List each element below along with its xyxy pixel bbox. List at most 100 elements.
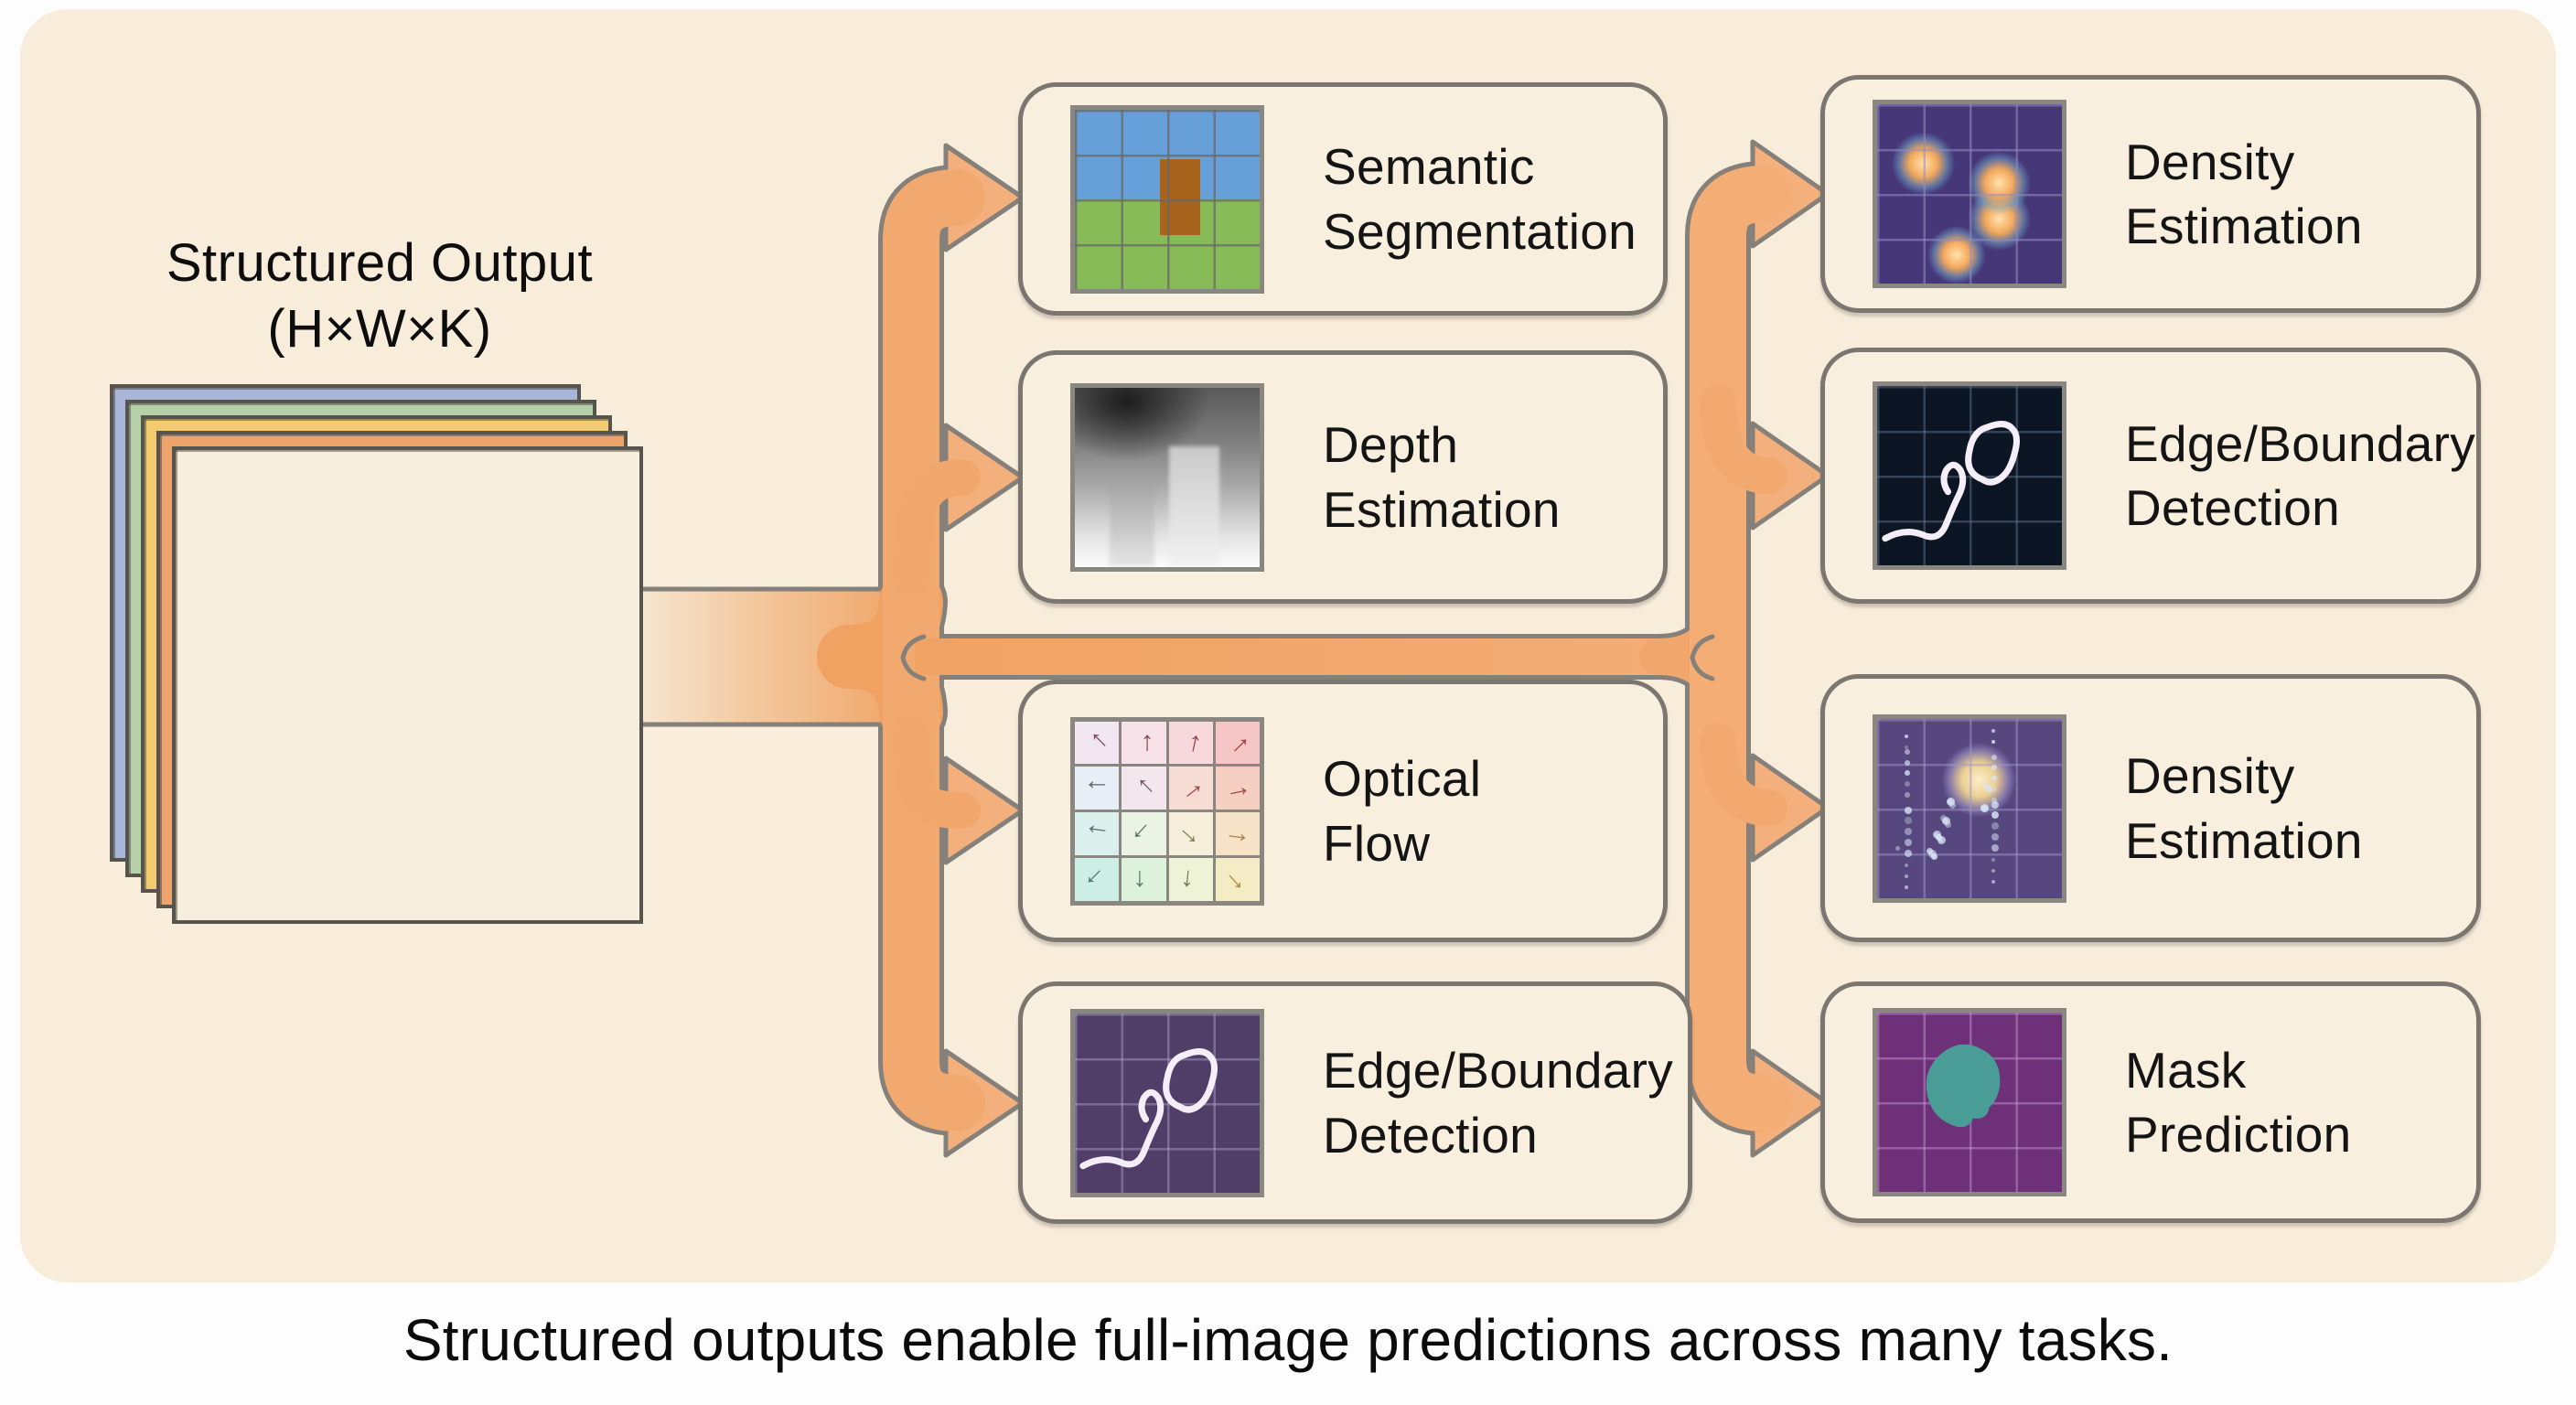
star-dot xyxy=(1991,811,2000,820)
task-label: Edge/Boundary Detection xyxy=(1323,1042,1674,1164)
star-dot xyxy=(1905,863,1909,868)
star-dot xyxy=(1991,843,2000,852)
galaxy-dots xyxy=(1877,719,2062,898)
semantic-segmentation-thumbnail xyxy=(1070,104,1264,294)
thumb-grid xyxy=(1877,104,2062,284)
flow-cell: → xyxy=(1075,767,1120,810)
flow-arrow-icon: → xyxy=(1217,858,1259,899)
star-dot xyxy=(1991,858,1996,863)
flow-arrow-icon: → xyxy=(1175,863,1208,895)
task-box-semantic-segmentation: Semantic Segmentation xyxy=(1018,82,1668,316)
star-dot xyxy=(1895,845,1901,851)
task-label: Density Estimation xyxy=(2125,747,2363,869)
segmented-object xyxy=(1159,159,1201,235)
star-dot xyxy=(1905,748,1911,755)
flow-cell: → xyxy=(1215,857,1260,901)
flow-arrow-icon: → xyxy=(1083,773,1111,804)
flow-arrow-icon: → xyxy=(1221,816,1254,851)
star-dot xyxy=(1991,786,1998,792)
depth-estimation-thumbnail xyxy=(1070,382,1264,572)
stack-layer-4 xyxy=(172,446,643,924)
task-label: Semantic Segmentation xyxy=(1323,138,1637,260)
star-dot xyxy=(1905,828,1913,836)
edge-squiggle-icon xyxy=(1882,421,2021,542)
task-label: Mask Prediction xyxy=(2125,1041,2352,1163)
star-dot xyxy=(1991,740,1996,745)
flow-arrow-icon: → xyxy=(1220,769,1254,806)
star-dot xyxy=(1905,791,1911,798)
flow-cell: → xyxy=(1168,721,1213,765)
mask-prediction-thumbnail xyxy=(1873,1008,2066,1196)
star-dot xyxy=(1991,765,1998,771)
flow-cell: → xyxy=(1168,857,1213,901)
flow-arrow-icon: → xyxy=(1170,767,1211,809)
task-box-depth-estimation: Depth Estimation xyxy=(1018,350,1668,604)
flow-cell: → xyxy=(1122,767,1166,810)
star-dot xyxy=(1905,745,1909,749)
flow-cell: → xyxy=(1215,812,1260,855)
flow-arrow-icon: → xyxy=(1076,722,1118,764)
flow-cell: → xyxy=(1215,767,1260,810)
star-dot xyxy=(1991,822,2000,831)
star-dot xyxy=(1905,781,1911,788)
flow-arrow-icon: → xyxy=(1077,859,1118,900)
flow-cell: → xyxy=(1122,812,1166,855)
star-dot xyxy=(1991,879,1996,884)
star-dot xyxy=(1991,729,1996,734)
task-box-density-estimation-heatmap: Density Estimation xyxy=(1820,75,2481,313)
star-dot xyxy=(1905,770,1911,777)
flow-cell: → xyxy=(1168,767,1213,810)
star-dot xyxy=(1991,776,1998,782)
diagram-caption: Structured outputs enable full-image pre… xyxy=(402,1307,2174,1373)
task-label: Density Estimation xyxy=(2125,133,2363,254)
star-dot xyxy=(1905,806,1913,814)
density-estimation-heatmap-thumbnail xyxy=(1873,100,2066,288)
stack-title-line2: (H×W×K) xyxy=(267,298,492,359)
star-dot xyxy=(1905,838,1913,846)
task-box-edge-boundary-detection-right: Edge/Boundary Detection xyxy=(1820,348,2481,604)
task-box-edge-boundary-detection-left: Edge/Boundary Detection xyxy=(1018,981,1692,1224)
depth-building xyxy=(1110,482,1154,567)
flow-arrow-icon: → xyxy=(1172,725,1208,759)
flow-arrow-icon: → xyxy=(1129,865,1160,894)
task-box-density-estimation-scatter: Density Estimation xyxy=(1820,674,2481,942)
flow-arrow-icon: → xyxy=(1122,767,1165,810)
task-label: Depth Estimation xyxy=(1323,416,1561,538)
star-dot xyxy=(1991,800,2000,809)
mask-blob-icon xyxy=(1926,1044,2001,1128)
star-dot xyxy=(1986,786,1991,791)
star-dot xyxy=(1905,735,1909,739)
star-dot xyxy=(1905,885,1909,889)
edge-boundary-detection-left-thumbnail xyxy=(1070,1008,1264,1197)
star-dot xyxy=(1991,797,1998,803)
star-dot xyxy=(1991,832,2000,841)
star-dot xyxy=(1938,838,1944,843)
star-dot xyxy=(1991,869,1996,874)
flow-arrow-icon: → xyxy=(1123,813,1165,854)
task-label: Optical Flow xyxy=(1323,750,1482,872)
stack-title: Structured Output (H×W×K) xyxy=(55,231,704,362)
star-dot xyxy=(1905,849,1913,857)
star-dot xyxy=(1945,820,1951,828)
flow-cell: → xyxy=(1075,857,1120,901)
star-dot xyxy=(1991,754,1998,760)
star-dot xyxy=(1983,782,1991,789)
edge-boundary-detection-right-thumbnail xyxy=(1873,381,2066,570)
flow-cell: → xyxy=(1075,721,1120,765)
flow-cell: → xyxy=(1168,812,1213,855)
flow-arrow-icon: → xyxy=(1128,728,1159,756)
star-dot xyxy=(1905,874,1909,879)
star-dot xyxy=(1905,817,1913,825)
star-dot xyxy=(1905,759,1911,766)
edge-squiggle-icon xyxy=(1079,1047,1218,1169)
task-box-mask-prediction: Mask Prediction xyxy=(1820,981,2481,1223)
task-label: Edge/Boundary Detection xyxy=(2125,414,2476,536)
flow-arrow-icon: → xyxy=(1217,722,1258,763)
optical-flow-thumbnail: →→→→→→→→→→→→→→→→ xyxy=(1070,716,1264,906)
stack-title-line1: Structured Output xyxy=(166,233,594,293)
star-dot xyxy=(1981,805,1987,810)
flow-arrow-icon: → xyxy=(1080,817,1113,852)
depth-building xyxy=(1169,446,1219,567)
